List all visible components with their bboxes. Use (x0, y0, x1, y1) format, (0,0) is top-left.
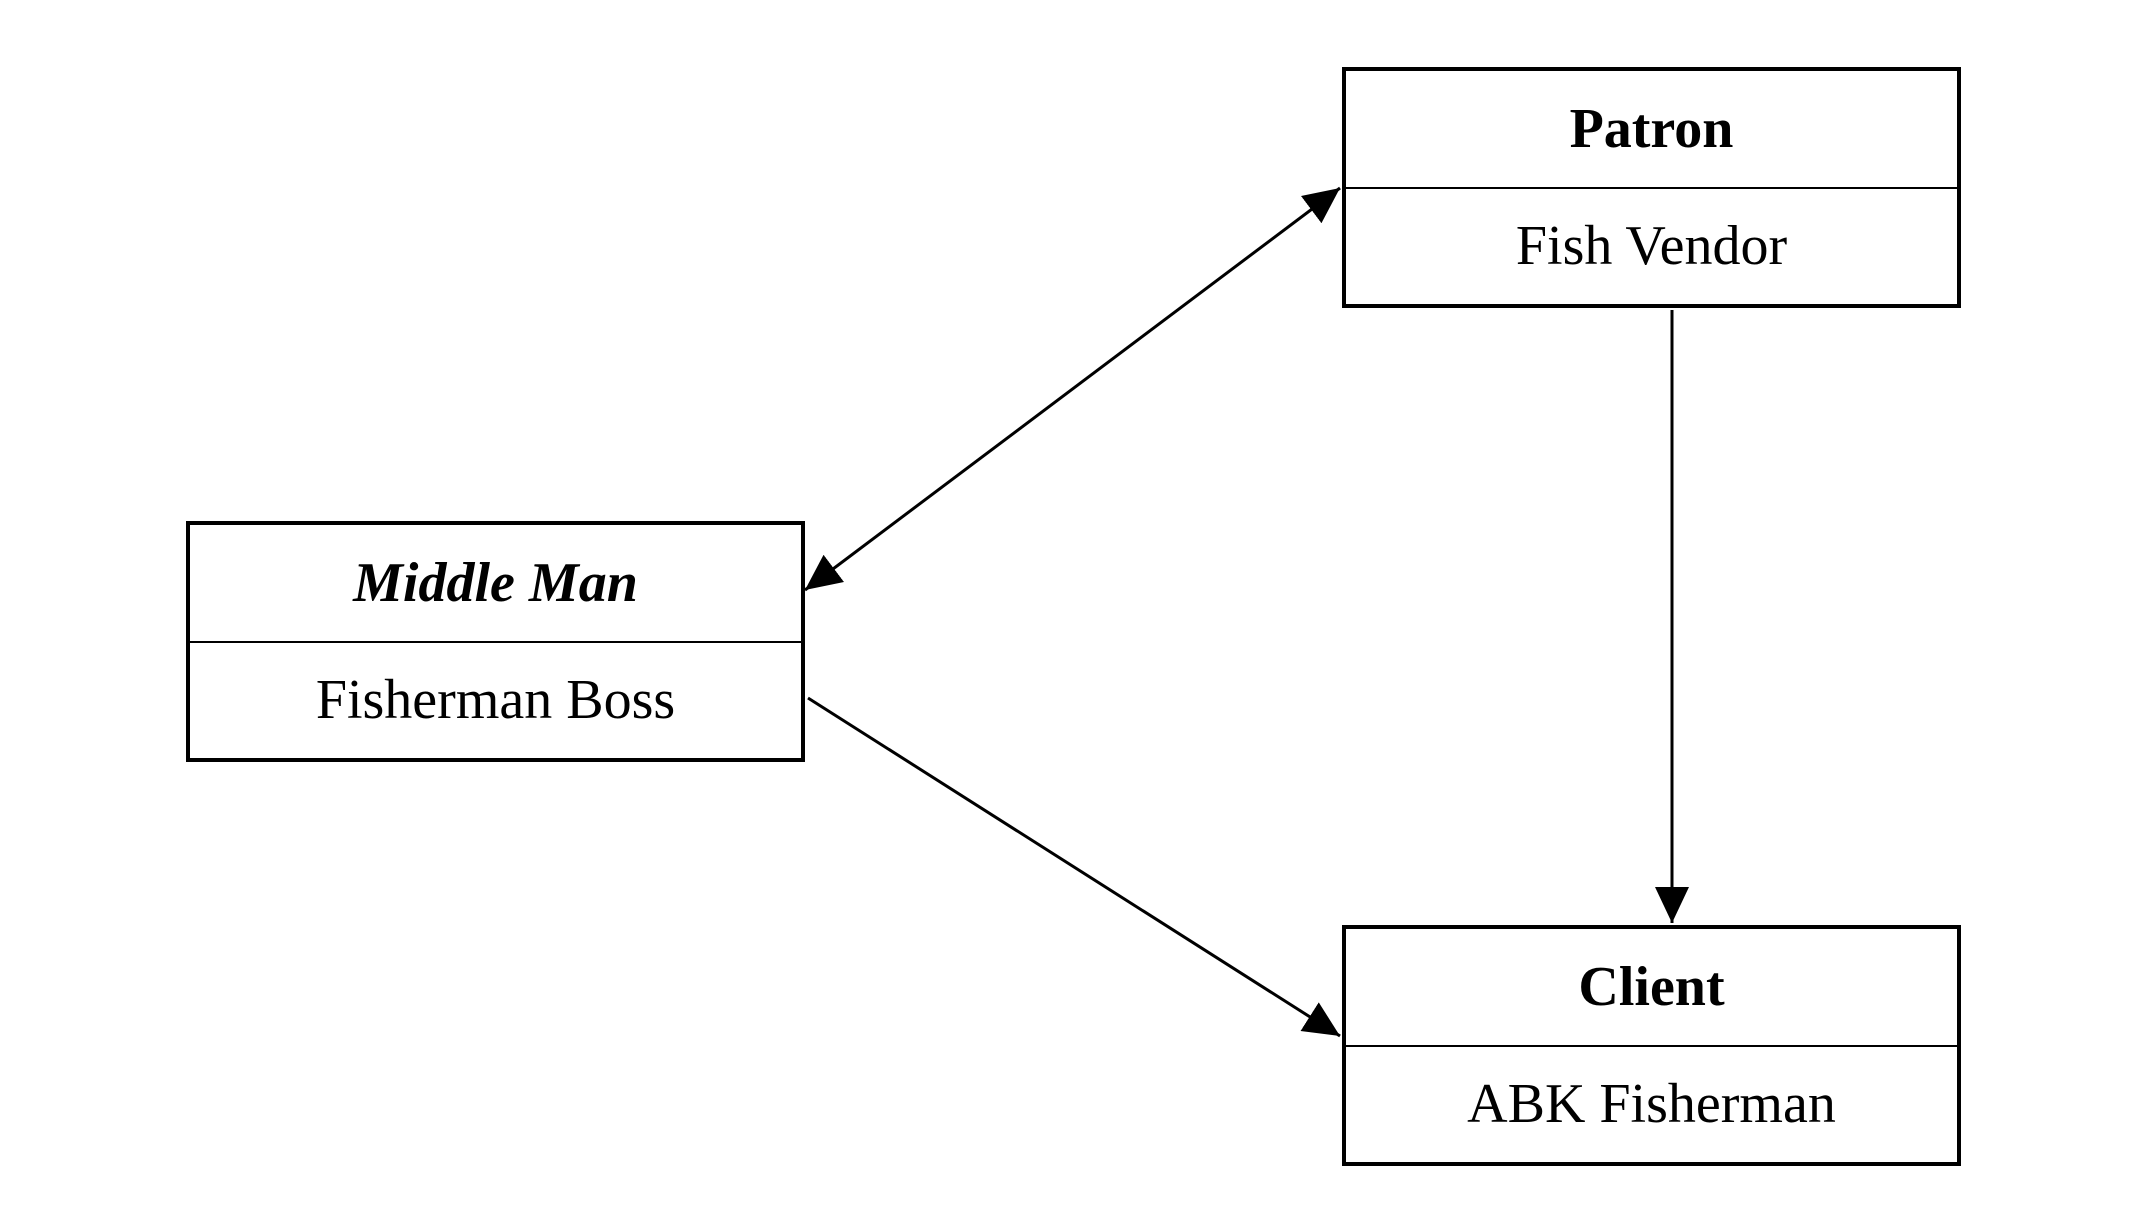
node-middle-man-label: Fisherman Boss (315, 669, 676, 732)
node-client: Client ABK Fisherman (1342, 925, 1961, 1166)
node-middle-man: Middle Man Fisherman Boss (186, 521, 805, 762)
node-middle-man-role: Middle Man (190, 525, 801, 643)
node-client-role: Client (1346, 929, 1957, 1047)
node-patron-label: Fish Vendor (1515, 215, 1788, 278)
node-client-label: ABK Fisherman (1467, 1073, 1836, 1136)
node-patron-role: Patron (1346, 71, 1957, 189)
node-patron: Patron Fish Vendor (1342, 67, 1961, 308)
edge-middle-patron (804, 186, 1341, 592)
edge-middle-client (807, 696, 1341, 1038)
